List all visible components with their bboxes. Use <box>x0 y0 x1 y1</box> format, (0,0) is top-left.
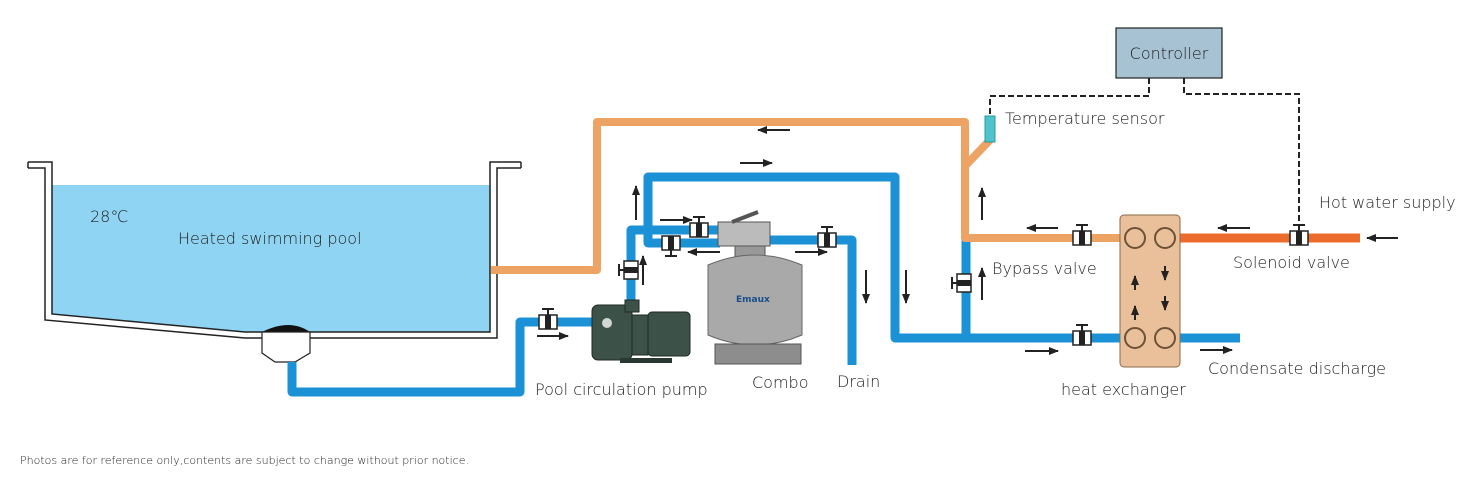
combo-filter: Emaux <box>707 210 803 365</box>
warm-pipes <box>491 118 1360 274</box>
solenoid-valve-label: Solenoid valve <box>1233 253 1350 272</box>
pool-wall-inner <box>28 161 521 333</box>
valve-icon[interactable] <box>618 260 639 280</box>
valve-icon[interactable] <box>1072 224 1092 246</box>
pool-wall-outer <box>28 167 521 339</box>
sensor-branch-pipe <box>963 137 993 168</box>
main-drain <box>261 325 311 363</box>
flow-arrows <box>537 126 1398 355</box>
valve-icon[interactable] <box>817 226 837 248</box>
temperature-sensor-icon <box>984 115 996 143</box>
solenoid-wire <box>1183 78 1300 228</box>
pool: 28℃ Heated swimming pool <box>27 161 522 363</box>
sensor-wire <box>989 78 1150 116</box>
footer-disclaimer: Photos are for reference only,contents a… <box>20 454 469 467</box>
hot-water-supply-label: Hot water supply <box>1319 193 1456 212</box>
heat-exchanger <box>1119 214 1181 368</box>
filter-brand-logo: Emaux <box>736 295 770 305</box>
valve-icon[interactable] <box>661 235 681 257</box>
pump-label: Pool circulation pump <box>535 380 708 399</box>
drain-label: Drain <box>837 372 880 391</box>
bypass-valve-icon[interactable] <box>951 273 972 293</box>
pool-label: Heated swimming pool <box>178 229 362 248</box>
pool-temperature: 28℃ <box>90 207 128 226</box>
combo-label: Combo <box>752 373 809 392</box>
pool-water <box>52 185 490 332</box>
bypass-valve-label: Bypass valve <box>992 259 1097 278</box>
filter-return-pipe <box>643 172 1240 343</box>
controller-label: Controller <box>1130 44 1209 63</box>
valve-icon[interactable] <box>538 308 558 330</box>
pool-circulation-pump <box>591 299 691 363</box>
temperature-sensor-label: Temperature sensor <box>1005 109 1165 128</box>
drain-pipe <box>770 235 857 365</box>
valve-icon[interactable] <box>689 216 709 238</box>
pool-return-pipe <box>491 118 1130 274</box>
condensate-discharge-label: Condensate discharge <box>1208 359 1386 378</box>
controller[interactable]: Controller <box>1115 27 1223 79</box>
heat-exchanger-label: heat exchanger <box>1061 380 1186 399</box>
valve-icon[interactable] <box>1072 324 1092 346</box>
solenoid-valve-icon[interactable] <box>1289 224 1309 246</box>
valves <box>538 216 1309 346</box>
